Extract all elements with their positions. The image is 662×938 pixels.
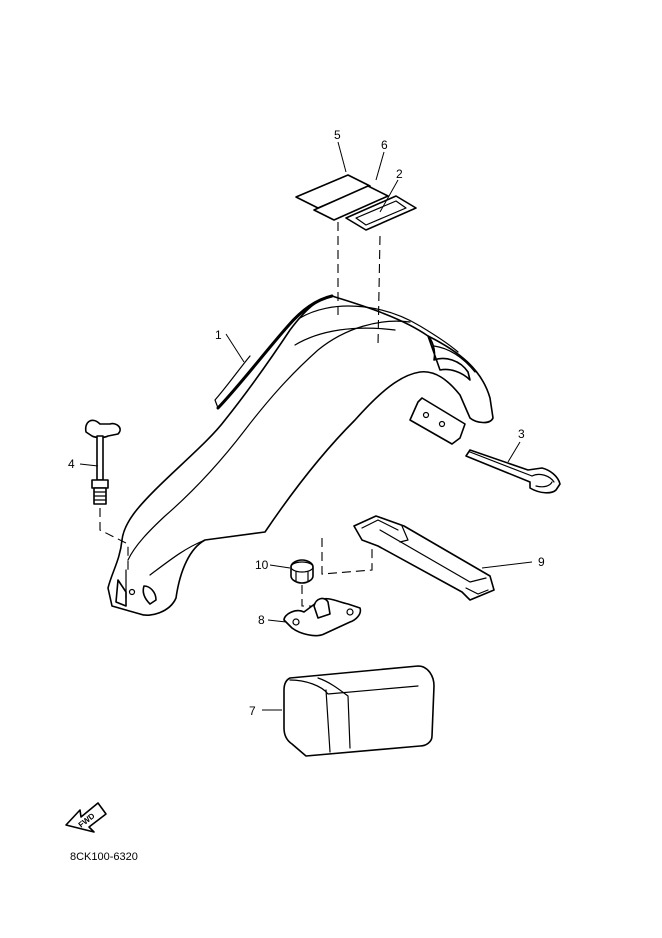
fwd-arrow-icon: FWD <box>65 802 107 833</box>
part-5-label <box>295 174 371 209</box>
part-1-fender <box>107 294 494 616</box>
part-3-rod <box>465 449 561 494</box>
part-7-box <box>283 665 435 757</box>
callout-10: 10 <box>255 558 269 572</box>
callout-6: 6 <box>381 138 388 152</box>
callout-4: 4 <box>68 457 75 471</box>
alignment-line-strap <box>321 538 373 575</box>
callout-9: 9 <box>538 555 545 569</box>
alignment-line-emblem <box>377 235 381 346</box>
callout-7: 7 <box>249 704 256 718</box>
part-9-strap <box>353 515 495 601</box>
leader-lines <box>79 141 533 711</box>
callout-1: 1 <box>215 328 222 342</box>
callout-8: 8 <box>258 613 265 627</box>
part-4-wing-bolt <box>84 419 121 505</box>
callout-3: 3 <box>518 427 525 441</box>
part-6-label <box>313 185 389 221</box>
callout-labels: 1 2 3 4 5 6 7 8 9 10 <box>68 128 545 718</box>
callout-2: 2 <box>396 167 403 181</box>
part-8-plate <box>283 597 362 637</box>
callout-5: 5 <box>334 128 341 142</box>
part-10-nut <box>290 559 314 584</box>
diagram-code: 8CK100-6320 <box>70 851 138 863</box>
